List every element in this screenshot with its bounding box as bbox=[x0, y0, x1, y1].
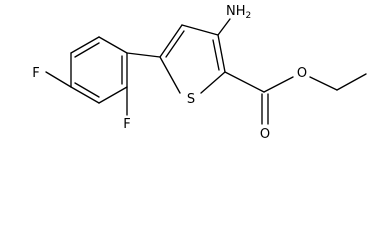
amine-symbol: NH bbox=[226, 4, 246, 19]
structure-canvas: F F S NH2 O O bbox=[32, 4, 367, 142]
bond-c4t-c3t bbox=[181, 24, 219, 36]
bond-c5t-c4t-inner bbox=[165, 30, 185, 58]
bond-c3t-n bbox=[217, 18, 231, 36]
carbonyl-oxygen-label: O bbox=[260, 127, 270, 142]
fluorine-para-label: F bbox=[32, 66, 39, 81]
thiophene-ring bbox=[159, 24, 226, 94]
bond-c4-c5-inner bbox=[74, 82, 100, 98]
bond-ch2-ch3 bbox=[336, 73, 367, 91]
molecule-drawing: F F S NH2 O O bbox=[32, 4, 367, 142]
bond-c3t-c2t bbox=[217, 34, 226, 73]
bond-c6-c1 bbox=[70, 36, 100, 54]
bond-c5-f bbox=[45, 71, 72, 88]
sulfur-label: S bbox=[187, 92, 195, 107]
bond-c2t-ccarbonyl bbox=[224, 71, 265, 93]
bond-c3-c4 bbox=[98, 86, 128, 104]
bond-oester-ch2 bbox=[309, 76, 338, 91]
phenyl-ring bbox=[70, 36, 128, 104]
bond-c1-c6-inner bbox=[74, 42, 100, 58]
fluorine-ortho-label: F bbox=[123, 117, 130, 132]
ester-oxygen-label: O bbox=[297, 66, 307, 81]
bond-c4-c5 bbox=[70, 86, 100, 104]
bond-c3t-c2t-inner bbox=[212, 39, 220, 71]
bond-c5t-c4t bbox=[159, 24, 183, 58]
bond-ccarbonyl-oester bbox=[263, 76, 294, 93]
bond-c2t-s bbox=[200, 71, 226, 94]
amine-label: NH2 bbox=[226, 4, 251, 21]
bond-c1-c2 bbox=[98, 36, 128, 54]
bond-s-c5t bbox=[159, 56, 181, 94]
amine-subscript: 2 bbox=[246, 11, 252, 21]
bond-aryl-thiophene bbox=[126, 52, 161, 58]
